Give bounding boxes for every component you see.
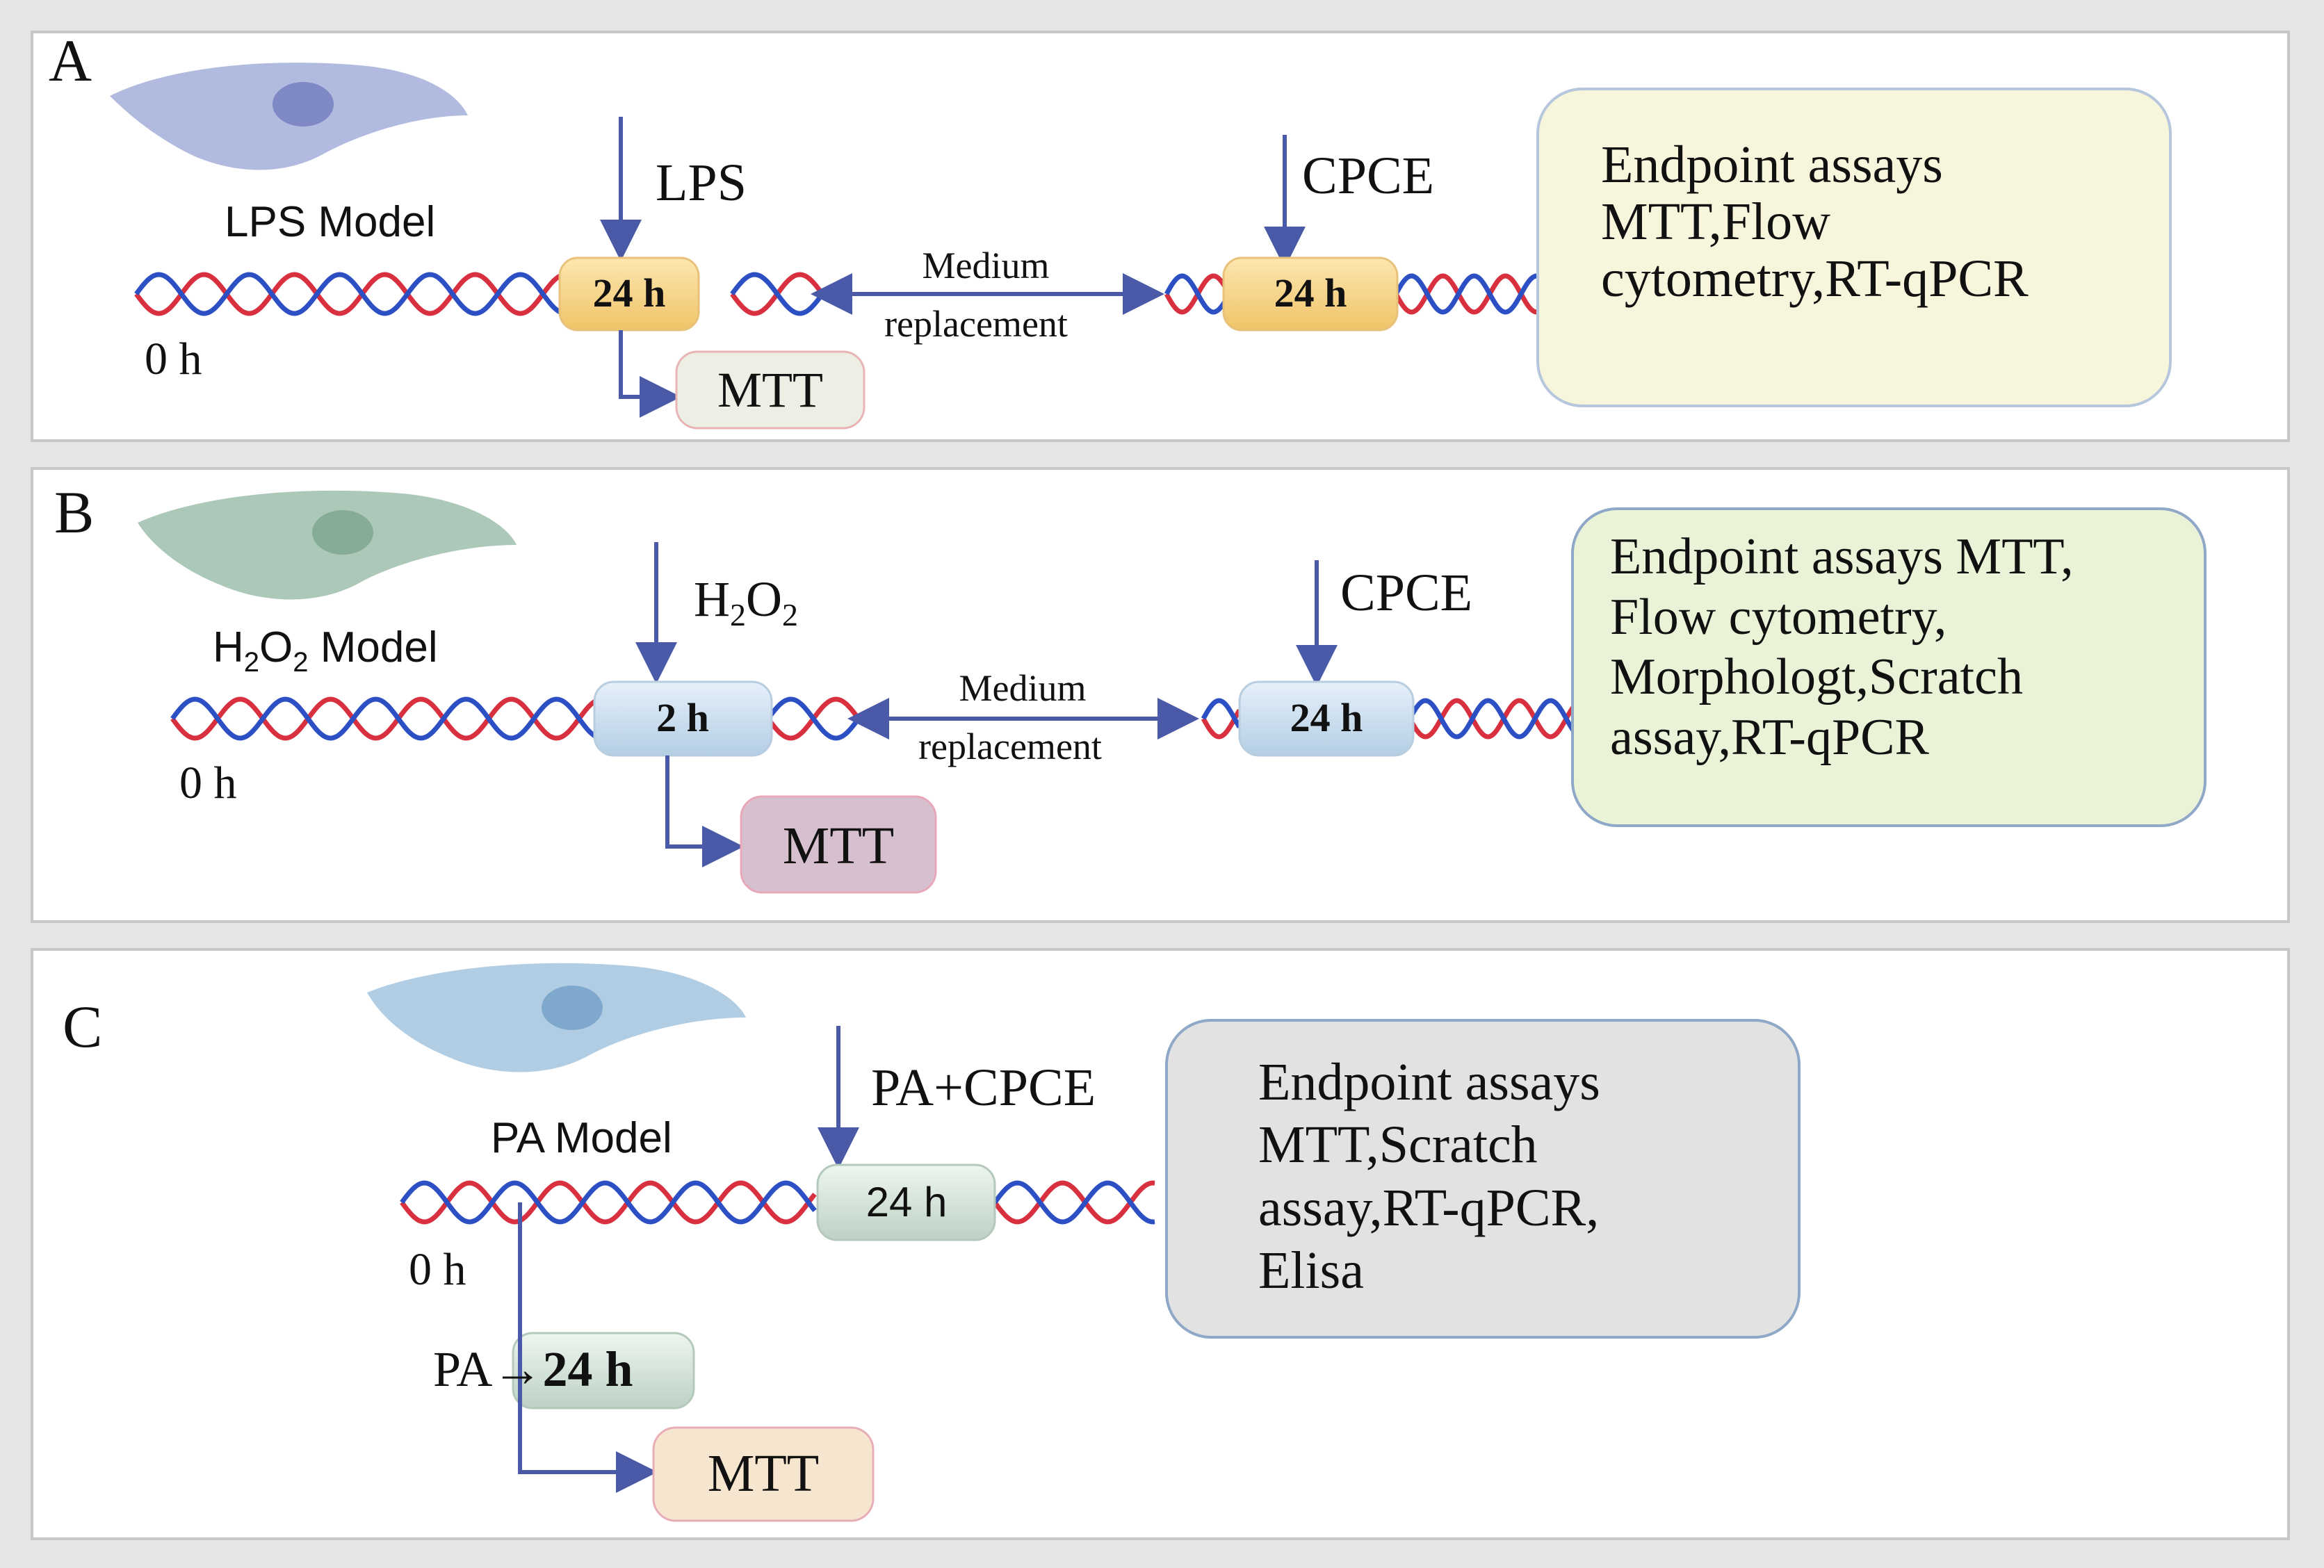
dna-strand xyxy=(1393,273,1544,315)
dna-strand xyxy=(134,272,578,316)
endpoint-line: cytometry,RT-qPCR xyxy=(1601,250,2029,309)
dna-helix-icon xyxy=(400,1180,817,1225)
mtt-box xyxy=(652,1426,875,1522)
panel-a-step1-duration: 24 h xyxy=(593,270,666,316)
panel-b-start-label: 0 h xyxy=(179,758,237,808)
mtt-box xyxy=(740,795,937,894)
dna-strand xyxy=(400,1180,817,1225)
panel-b-endpoint-text: Endpoint assays MTT, Flow cytometry, Mor… xyxy=(1610,527,2074,767)
dna-strand xyxy=(1164,273,1232,315)
panel-b: B H2O2 Model 0 h H2O2 2 h MTT Medium rep… xyxy=(31,467,2290,923)
dna-helix-icon xyxy=(1407,698,1577,740)
panel-b-second-treatment: CPCE xyxy=(1340,564,1472,622)
panel-a-diagram: A LPS Model 0 h LPS 24 h MTT Medium repl… xyxy=(49,33,2172,430)
nucleus-icon xyxy=(542,986,603,1030)
endpoint-line: MTT,Flow xyxy=(1601,193,1831,252)
dna-helix-icon xyxy=(1201,698,1242,740)
nucleus-icon xyxy=(312,510,373,555)
endpoint-line: Morphologt,Scratch xyxy=(1610,648,2023,706)
dna-strand xyxy=(170,696,606,741)
dna-strand xyxy=(1201,698,1242,729)
dna-strand xyxy=(730,272,824,316)
panel-c-start-label: 0 h xyxy=(409,1244,466,1295)
panel-c-treatment: PA+CPCE xyxy=(871,1059,1096,1117)
panel-b-step1-duration: 2 h xyxy=(656,695,709,740)
panel-a-treatment: LPS xyxy=(656,154,747,212)
panel-a-check-label: MTT xyxy=(717,362,823,418)
dna-helix-icon xyxy=(766,696,859,741)
dna-helix-icon xyxy=(170,696,606,741)
arrow-icon xyxy=(518,1202,658,1493)
panel-a-transition-line1: Medium xyxy=(923,245,1050,286)
panel-c-step-duration: 24 h xyxy=(866,1179,948,1225)
dna-helix-icon xyxy=(134,272,578,316)
endpoint-line: assay,RT-qPCR xyxy=(1610,708,1929,766)
dna-helix-icon xyxy=(993,1180,1155,1225)
endpoint-box xyxy=(1536,88,2172,407)
endpoint-line: MTT,Scratch xyxy=(1258,1116,1538,1175)
panel-c-endpoint-text: Endpoint assays MTT,Scratch assay,RT-qPC… xyxy=(1258,1051,1600,1302)
dna-strand xyxy=(1407,698,1577,740)
panel-b-transition-line1: Medium xyxy=(959,667,1087,709)
dna-strand xyxy=(1407,698,1577,740)
nucleus-icon xyxy=(273,82,334,126)
duration-pill xyxy=(816,1163,996,1241)
duration-pill xyxy=(593,680,773,757)
panel-b-model-label: H2O2 Model xyxy=(213,623,438,678)
panel-a-model-label: LPS Model xyxy=(225,198,435,246)
panel-a-second-treatment: CPCE xyxy=(1302,147,1434,205)
endpoint-box xyxy=(1165,1019,1801,1339)
panel-b-transition-line2: replacement xyxy=(918,726,1102,767)
dna-helix-icon xyxy=(730,272,824,316)
panel-c-diagram: C PA Model 0 h PA+CPCE 24 h PA→24 h MTT xyxy=(63,963,1801,1522)
dna-strand xyxy=(993,1180,1155,1225)
endpoint-line: Endpoint assays MTT, xyxy=(1610,528,2074,585)
duration-pill xyxy=(1222,256,1399,332)
endpoint-line: assay,RT-qPCR, xyxy=(1258,1178,1600,1237)
dna-helix-icon xyxy=(1164,273,1232,315)
dna-strand xyxy=(400,1180,817,1225)
panel-b-treatment: H2O2 xyxy=(694,571,798,632)
endpoint-line: Endpoint assays xyxy=(1601,136,1943,194)
endpoint-line: Endpoint assays xyxy=(1258,1053,1600,1111)
panel-a: A LPS Model 0 h LPS 24 h MTT Medium repl… xyxy=(31,31,2290,442)
panel-c-check-label: MTT xyxy=(708,1444,819,1503)
panel-b-step2-duration: 24 h xyxy=(1290,695,1363,740)
duration-pill xyxy=(1238,680,1415,757)
panel-a-start-label: 0 h xyxy=(145,334,202,384)
endpoint-box xyxy=(1571,507,2207,827)
dna-strand xyxy=(993,1180,1155,1225)
dna-strand xyxy=(134,272,578,316)
arrow-icon xyxy=(665,756,744,867)
panel-a-step2-duration: 24 h xyxy=(1274,270,1347,316)
panel-b-check-label: MTT xyxy=(783,817,894,875)
panel-c: C PA Model 0 h PA+CPCE 24 h PA→24 h MTT … xyxy=(31,948,2290,1540)
panel-a-endpoint-text: Endpoint assays MTT,Flow cytometry,RT-qP… xyxy=(1601,136,2029,307)
endpoint-line: Flow cytometry, xyxy=(1610,588,1947,646)
panel-b-letter: B xyxy=(54,479,94,546)
panel-a-transition-line2: replacement xyxy=(884,303,1068,345)
duration-pill xyxy=(512,1332,695,1410)
dna-strand xyxy=(766,696,859,741)
endpoint-line: Elisa xyxy=(1258,1241,1364,1300)
panel-b-diagram: B H2O2 Model 0 h H2O2 2 h MTT Medium rep… xyxy=(54,479,2207,894)
mtt-box xyxy=(675,350,866,430)
dna-helix-icon xyxy=(1393,273,1544,315)
panel-c-model-label: PA Model xyxy=(491,1114,672,1162)
panel-c-pre-label: PA→24 h xyxy=(433,1341,633,1397)
duration-pill xyxy=(558,256,700,332)
arrow-icon xyxy=(619,330,681,418)
panel-a-letter: A xyxy=(49,33,92,94)
panel-c-letter: C xyxy=(63,993,102,1060)
dna-strand xyxy=(1393,273,1544,315)
